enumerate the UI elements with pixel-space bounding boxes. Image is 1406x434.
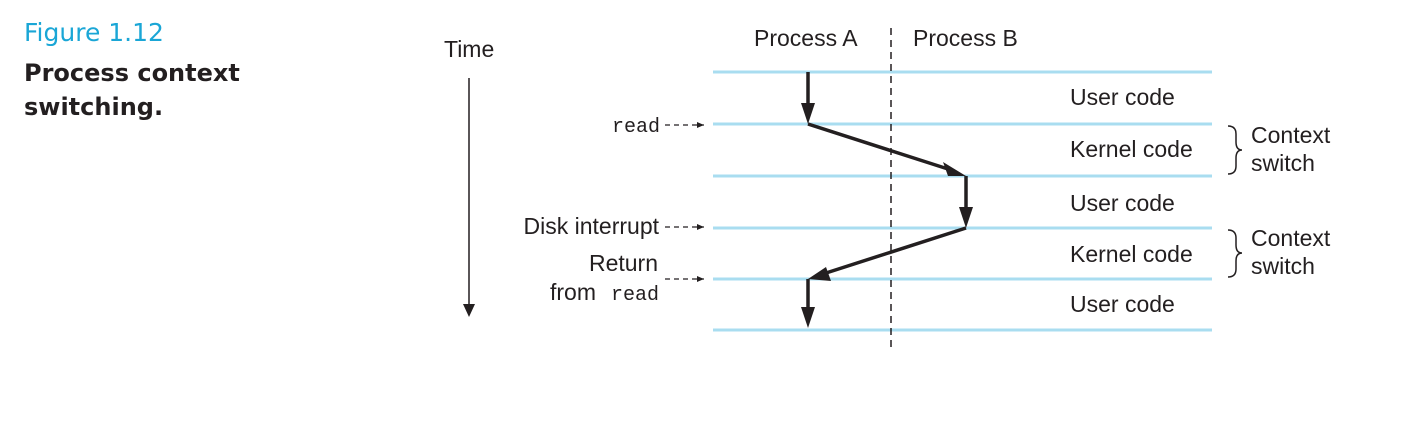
band-label-user-code: User code [1070, 190, 1175, 216]
arrowhead [801, 103, 815, 124]
time-arrowhead [463, 304, 475, 317]
arrowhead [808, 267, 831, 281]
context-switch-label-line1: Context [1251, 225, 1331, 251]
arrowhead [801, 307, 815, 328]
context-switch-label-line1: Context [1251, 122, 1331, 148]
flow-segment [825, 226, 967, 275]
flow-segment [807, 122, 949, 171]
event-return-label-line1: Return [589, 250, 658, 276]
band-label-kernel-code: Kernel code [1070, 241, 1193, 267]
event-return-read-label: read [611, 284, 659, 307]
figure-title: Process context switching. [24, 59, 240, 121]
arrowhead [959, 207, 973, 228]
event-return-from-label: from [550, 279, 596, 305]
column-process-b: Process B [913, 25, 1018, 51]
context-switch-label-line2: switch [1251, 253, 1315, 279]
event-read-label: read [612, 116, 660, 139]
figure-number: Figure 1.12 [24, 18, 164, 47]
arrowhead [943, 162, 966, 176]
time-label: Time [444, 36, 494, 62]
context-switch-brace [1227, 125, 1243, 175]
event-disk-interrupt-label: Disk interrupt [524, 213, 660, 239]
execution-path [806, 72, 968, 310]
context-switch-brace [1227, 229, 1243, 278]
column-process-a: Process A [754, 25, 858, 51]
context-switch-label-line2: switch [1251, 150, 1315, 176]
execution-arrowheads [801, 103, 973, 328]
band-label-kernel-code: Kernel code [1070, 136, 1193, 162]
band-label-user-code: User code [1070, 291, 1175, 317]
band-label-user-code: User code [1070, 84, 1175, 110]
